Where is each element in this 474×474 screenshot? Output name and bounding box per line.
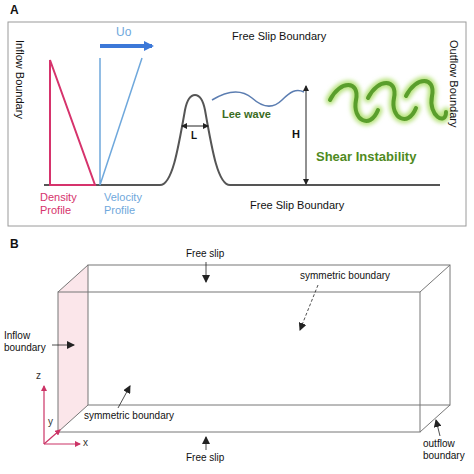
axis-label: y	[48, 416, 53, 428]
boundary-label: Inflow boundary	[4, 330, 50, 353]
axis-label: x	[83, 437, 88, 449]
axis-label: z	[36, 370, 41, 382]
profile-label: Velocity Profile	[104, 191, 156, 216]
boundary-label: symmetric boundary	[300, 270, 390, 282]
boundary-label: Outflow Boundary	[447, 40, 460, 127]
dimension-label: L	[191, 130, 197, 142]
velocity-symbol: Uo	[116, 26, 131, 40]
boundary-label: Free slip	[186, 452, 224, 464]
boundary-label: symmetric boundary	[84, 410, 174, 422]
panel-letter: B	[10, 238, 19, 252]
boundary-label: outflow boundary	[423, 438, 470, 461]
profile-label: Density Profile	[40, 191, 90, 216]
boundary-label: Free Slip Boundary	[250, 199, 344, 212]
boundary-label: Free slip	[186, 248, 224, 260]
dimension-label: H	[292, 128, 300, 141]
boundary-label: Inflow Boundary	[13, 40, 26, 119]
lee-wave-label: Lee wave	[222, 108, 271, 121]
panel-letter: A	[10, 4, 19, 18]
boundary-label: Free Slip Boundary	[232, 30, 326, 43]
shear-label: Shear Instability	[316, 150, 416, 165]
